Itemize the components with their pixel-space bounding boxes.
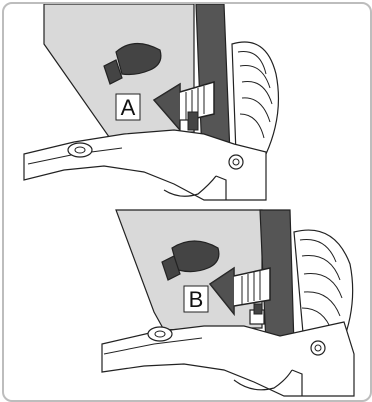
panel-b: B bbox=[4, 204, 370, 400]
step-label-a: A bbox=[116, 94, 140, 120]
svg-text:A: A bbox=[121, 95, 136, 120]
panel-a: A bbox=[4, 4, 370, 204]
step-label-b: B bbox=[184, 286, 208, 312]
panel-b-drawing: B bbox=[4, 204, 370, 400]
tire bbox=[232, 42, 278, 154]
svg-text:B: B bbox=[189, 287, 204, 312]
panel-a-drawing: A bbox=[4, 4, 370, 204]
lower-bracket bbox=[102, 322, 354, 396]
